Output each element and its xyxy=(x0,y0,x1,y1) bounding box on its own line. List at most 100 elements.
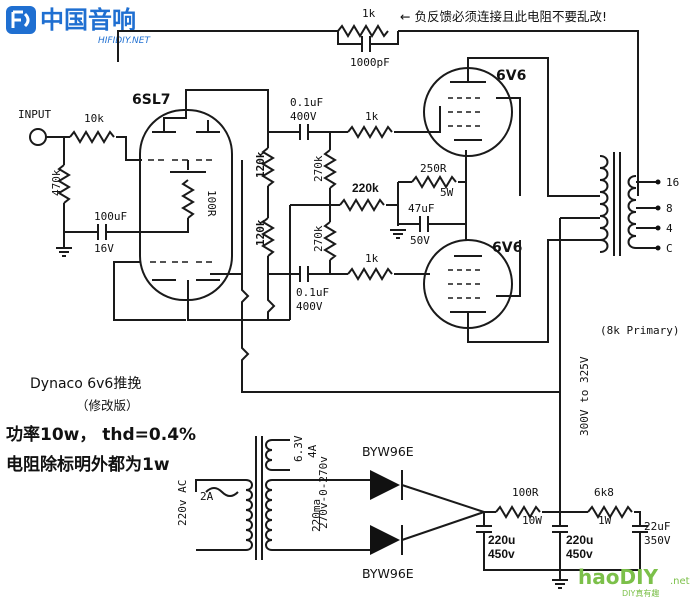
feedback-cap-label: 1000pF xyxy=(350,56,390,69)
tube-6sl7-label: 6SL7 xyxy=(132,92,171,108)
spec-note: 功率10w， thd=0.4% xyxy=(6,424,196,445)
hv-secondary-label: 270v-0-270v xyxy=(317,456,330,529)
cap-450v-a-label: 450v xyxy=(488,547,515,561)
resistor-470k-label: 470k xyxy=(50,169,63,196)
resistor-1k-top xyxy=(347,125,393,139)
diode-1-label: BYW96E xyxy=(362,444,414,459)
resistor-6k8-label: 6k8 xyxy=(594,486,614,499)
ground-icon-ps xyxy=(552,579,568,589)
resistor-6k8 xyxy=(587,505,633,519)
feedback-note: ← 负反馈必须连接且此电阻不要乱改! xyxy=(400,9,607,24)
cap-top-voltage: 400V xyxy=(290,110,317,123)
resistor-note: 电阻除标明外都为1w xyxy=(6,454,170,475)
cap-16v-label: 16V xyxy=(94,242,114,255)
resistor-120k-b-label: 120k xyxy=(254,219,267,246)
cap-100uf-label: 100uF xyxy=(94,210,127,223)
resistor-1k-bottom xyxy=(347,267,393,281)
resistor-220k xyxy=(339,198,385,212)
cap-bottom-voltage: 400V xyxy=(296,300,323,313)
input-jack-icon xyxy=(29,128,47,146)
coupling-caps: 0.1uF 400V 0.1uF 400V xyxy=(290,96,330,313)
resistor-100r-ps xyxy=(495,505,541,519)
resistor-270k-a-label: 270k xyxy=(312,155,325,182)
cap-bottom-value: 0.1uF xyxy=(296,286,329,299)
watermark: haoDIY .net DIY真有趣 xyxy=(578,565,690,598)
resistor-250r-label: 250R xyxy=(420,162,447,175)
cap-450v-b-label: 450v xyxy=(566,547,593,561)
watermark-sub: DIY真有趣 xyxy=(622,588,659,598)
fuse-icon xyxy=(205,487,239,497)
ground-icon-bias xyxy=(390,229,406,239)
feedback-resistor-label: 1k xyxy=(362,7,376,20)
subtitle-note: （修改版） xyxy=(76,398,139,413)
resistor-10w-label: 10W xyxy=(522,514,542,527)
tube-6v6-bottom: 6V6 xyxy=(423,239,600,343)
resistor-270k-top xyxy=(323,149,337,189)
resistor-270k-bottom xyxy=(323,221,337,261)
tube-6v6-bottom-label: 6V6 xyxy=(492,240,522,256)
mains-label: 220v AC xyxy=(176,480,189,526)
logo-url: HIFIDIY.NET xyxy=(98,36,151,46)
output-transformer: 16 8 4 C (8k Primary) xyxy=(559,152,679,520)
resistor-1k-bottom-label: 1k xyxy=(365,252,379,265)
ground-icon xyxy=(56,247,72,257)
resistor-1w-label: 1W xyxy=(598,514,612,527)
watermark-suffix: .net xyxy=(670,576,690,587)
cap-50v-label: 50V xyxy=(410,234,430,247)
logo-text: 中国音响 xyxy=(40,6,136,34)
diode-2-label: BYW96E xyxy=(362,566,414,581)
primary-label: (8k Primary) xyxy=(600,324,679,337)
b-plus-rail: 300V to 325V xyxy=(241,274,591,436)
resistor-10k-label: 10k xyxy=(84,112,104,125)
fuse-label: 2A xyxy=(200,490,214,503)
resistor-120k-top xyxy=(261,147,275,187)
hv-current-label: 220ma xyxy=(310,499,323,532)
power-transformer: 220v AC 2A 6.3V 4A 270v-0-270v 220ma xyxy=(176,435,370,560)
cap-top-value: 0.1uF xyxy=(290,96,323,109)
tube-6v6-top: 6V6 xyxy=(423,57,600,197)
resistor-250r xyxy=(411,175,457,189)
plate-loads: 120k 120k xyxy=(210,130,300,340)
logo-glyph-icon xyxy=(11,10,30,28)
filter-network: 100R 10W 220u 450v 220u 450v 6k8 1W 22uF… xyxy=(476,486,671,589)
feedback-network: 1k 1000pF ← 负反馈必须连接且此电阻不要乱改! xyxy=(117,7,639,196)
diode-1-icon xyxy=(370,470,400,500)
heater-coil-icon xyxy=(265,439,273,471)
resistor-10k xyxy=(69,130,115,144)
secondary-coil-icon xyxy=(627,175,637,249)
cap-47uf-label: 47uF xyxy=(408,202,435,215)
tap-c-label: C xyxy=(666,242,673,255)
input-label: INPUT xyxy=(18,108,51,121)
resistor-120k-a-label: 120k xyxy=(254,151,267,178)
resistor-5w-label: 5W xyxy=(440,186,454,199)
watermark-brand: haoDIY xyxy=(578,565,659,589)
input-stage: INPUT 10k 470k 100uF 16V xyxy=(18,108,189,257)
resistor-220k-label: 220k xyxy=(352,181,379,195)
title-note: Dynaco 6v6推挽 xyxy=(30,376,141,392)
site-logo[interactable]: 中国音响 HIFIDIY.NET xyxy=(6,6,151,46)
bias-network: 250R 5W 47uF 50V xyxy=(390,150,467,247)
resistor-1k-top-label: 1k xyxy=(365,110,379,123)
resistor-120k-bottom xyxy=(261,217,275,257)
resistor-100r-label: 100R xyxy=(205,190,218,217)
primary-coil-icon xyxy=(599,155,609,253)
b-plus-label: 300V to 325V xyxy=(578,356,591,436)
resistor-100r-cathode xyxy=(181,179,195,219)
cap-220u-a-label: 220u xyxy=(488,533,515,547)
resistor-470k xyxy=(57,164,71,204)
tap-4-label: 4 xyxy=(666,222,673,235)
resistor-270k-b-label: 270k xyxy=(312,225,325,252)
tube-6sl7: 6SL7 100R xyxy=(113,89,290,321)
rectifier: BYW96E BYW96E xyxy=(362,444,485,581)
heater-voltage-label: 6.3V xyxy=(292,435,305,462)
cap-220u-b-label: 220u xyxy=(566,533,593,547)
resistor-100r-ps-label: 100R xyxy=(512,486,539,499)
tap-16-label: 16 xyxy=(666,176,679,189)
tube-6v6-top-label: 6V6 xyxy=(496,68,526,84)
cap-350v-label: 350V xyxy=(644,534,671,547)
feedback-resistor xyxy=(337,24,389,38)
mains-coil-icon xyxy=(245,479,253,551)
diode-2-icon xyxy=(370,525,400,555)
